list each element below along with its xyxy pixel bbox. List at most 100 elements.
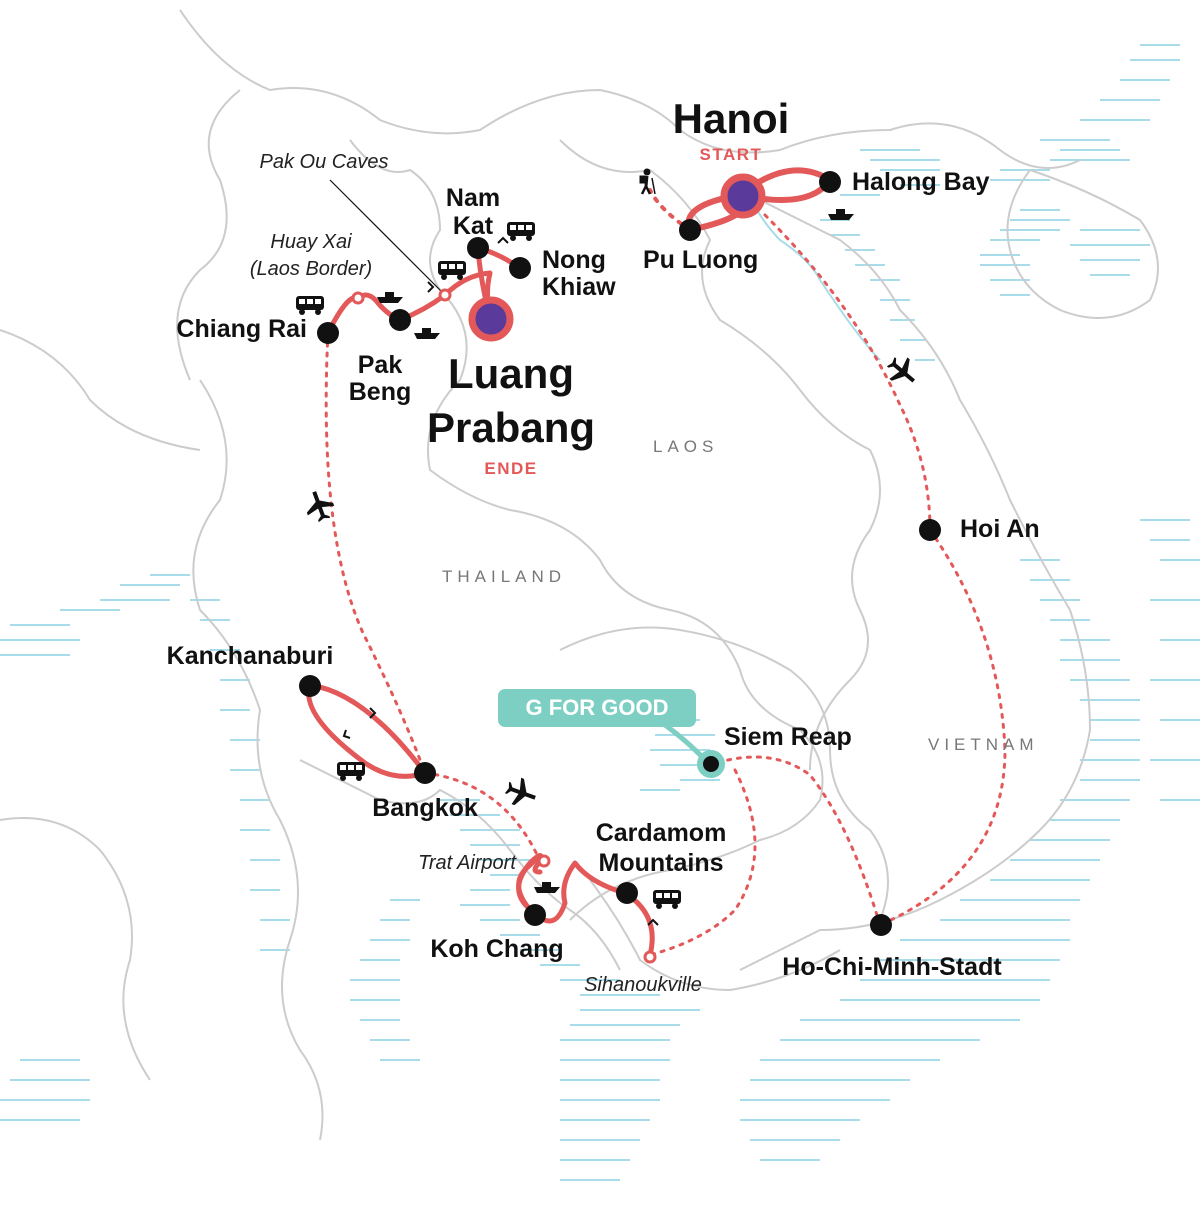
waypoint-pak-ou[interactable] xyxy=(438,288,452,302)
stop-labels: Nam Kat Nong Khiaw Halong Bay Pu Luong C… xyxy=(167,168,1040,981)
myanmar-inner-border xyxy=(0,329,201,1081)
luang-prabang-hub-marker[interactable] xyxy=(468,296,514,342)
andaman-sea-water xyxy=(0,574,290,1121)
country-borders xyxy=(0,9,1159,1141)
country-label-vietnam: VIETNAM xyxy=(928,735,1039,754)
boat-icon xyxy=(377,292,403,303)
south-china-sea-water xyxy=(740,519,1200,1161)
pu-luong-label: Pu Luong xyxy=(643,246,758,274)
huay-xai-label-line1: Huay Xai xyxy=(270,231,352,253)
stop-hoi-an[interactable] xyxy=(919,519,941,541)
thailand-coast xyxy=(299,759,621,971)
chevron-icon xyxy=(647,918,659,926)
bangkok-label: Bangkok xyxy=(372,794,478,822)
bus-icon xyxy=(507,222,535,241)
waypoint-sihanoukville[interactable] xyxy=(643,950,657,964)
chevron-icon xyxy=(369,707,377,719)
route-siem-reap-sihanoukville xyxy=(648,768,757,957)
stop-nam-kat[interactable] xyxy=(467,237,489,259)
bus-icon xyxy=(438,261,466,280)
north-border xyxy=(176,89,241,381)
hanoi-hub-marker[interactable] xyxy=(720,173,766,219)
nam-kat-label-line2: Kat xyxy=(453,212,494,240)
cardamom-label-line2: Mountains xyxy=(599,849,724,877)
gforgood-badge-bg xyxy=(498,689,696,727)
rivers xyxy=(739,179,881,361)
route-bangkok-kanchanaburi-loop xyxy=(306,682,428,779)
chevron-icon xyxy=(342,729,351,739)
nong-khiaw-label-line1: Nong xyxy=(542,246,606,274)
plane-icon xyxy=(306,491,335,523)
bus-icon xyxy=(653,890,681,909)
bus-icon xyxy=(337,762,365,781)
chevron-icon xyxy=(497,236,509,244)
waypoint-huay-xai[interactable] xyxy=(351,291,365,305)
nong-khiaw-label-line2: Khiaw xyxy=(542,273,616,301)
waypoint-markers xyxy=(351,288,657,964)
transport-icons xyxy=(296,168,916,926)
plane-icon xyxy=(886,357,916,383)
stop-kanchanaburi[interactable] xyxy=(299,675,321,697)
laos-vietnam-border xyxy=(559,139,881,771)
stop-hcmc[interactable] xyxy=(870,914,892,936)
hub-labels: Hanoi START Luang Prabang ENDE xyxy=(427,95,789,478)
stop-koh-chang[interactable] xyxy=(524,904,546,926)
stop-markers xyxy=(299,171,941,936)
country-labels: LAOS THAILAND VIETNAM xyxy=(442,437,1039,754)
hcmc-label: Ho-Chi-Minh-Stadt xyxy=(782,953,1002,981)
china-border xyxy=(179,9,1081,169)
koh-chang-label: Koh Chang xyxy=(430,935,563,963)
siem-reap-label: Siem Reap xyxy=(724,723,852,751)
stop-cardamom[interactable] xyxy=(616,882,638,904)
route-hanoi-hoi-an-flight xyxy=(763,213,932,532)
sihanoukville-label: Sihanoukville xyxy=(584,974,702,996)
stop-bangkok[interactable] xyxy=(414,762,436,784)
gforgood-badge[interactable]: G FOR GOOD xyxy=(498,689,696,727)
stop-pak-beng[interactable] xyxy=(389,309,411,331)
thailand-west-border xyxy=(192,379,324,1141)
route-hoi-an-hcmc xyxy=(878,528,1007,927)
stop-nong-khiaw[interactable] xyxy=(509,257,531,279)
boat-icon xyxy=(828,209,854,220)
end-tag: ENDE xyxy=(484,459,537,478)
huay-xai-label-line2: (Laos Border) xyxy=(250,258,372,280)
hiker-icon xyxy=(639,168,656,195)
direction-arrows xyxy=(342,236,659,926)
route-chiang-rai-bangkok-flight xyxy=(324,331,427,775)
waypoint-trat-airport[interactable] xyxy=(537,854,551,868)
trat-airport-label: Trat Airport xyxy=(418,852,517,874)
chiang-rai-label: Chiang Rai xyxy=(176,315,307,343)
bus-icon xyxy=(296,296,324,315)
halong-bay-label: Halong Bay xyxy=(852,168,990,196)
waypoint-labels: Pak Ou Caves Huay Xai (Laos Border) Trat… xyxy=(250,151,702,996)
stop-chiang-rai[interactable] xyxy=(317,322,339,344)
start-tag: START xyxy=(700,145,763,164)
nam-kat-label-line1: Nam xyxy=(446,184,500,212)
stop-pu-luong[interactable] xyxy=(679,219,701,241)
stop-siem-reap[interactable] xyxy=(697,750,725,778)
cambodia-border xyxy=(559,626,889,921)
hainan-coast xyxy=(1006,169,1159,319)
laos-thailand-border xyxy=(349,139,824,921)
route-hcmc-siem-reap xyxy=(708,755,882,927)
boat-icon xyxy=(534,882,560,893)
prabang-label: Prabang xyxy=(427,404,595,451)
gulf-of-thailand-water xyxy=(350,799,700,1181)
hanoi-label: Hanoi xyxy=(673,95,790,142)
chevron-icon xyxy=(427,281,435,293)
pak-ou-caves-label: Pak Ou Caves xyxy=(260,151,389,173)
pak-beng-label-line2: Beng xyxy=(349,378,412,406)
luang-label: Luang xyxy=(448,350,574,397)
pak-beng-label-line1: Pak xyxy=(358,351,403,379)
route-pu-luong-hike xyxy=(648,188,692,232)
pak-ou-leader-line xyxy=(329,179,446,296)
plane-icon xyxy=(504,777,536,806)
cardamom-label-line1: Cardamom xyxy=(596,819,727,847)
boat-icon xyxy=(414,328,440,339)
stop-halong-bay[interactable] xyxy=(819,171,841,193)
water-areas xyxy=(0,44,1200,1181)
kanchanaburi-label: Kanchanaburi xyxy=(167,642,334,670)
country-label-thailand: THAILAND xyxy=(442,567,566,586)
